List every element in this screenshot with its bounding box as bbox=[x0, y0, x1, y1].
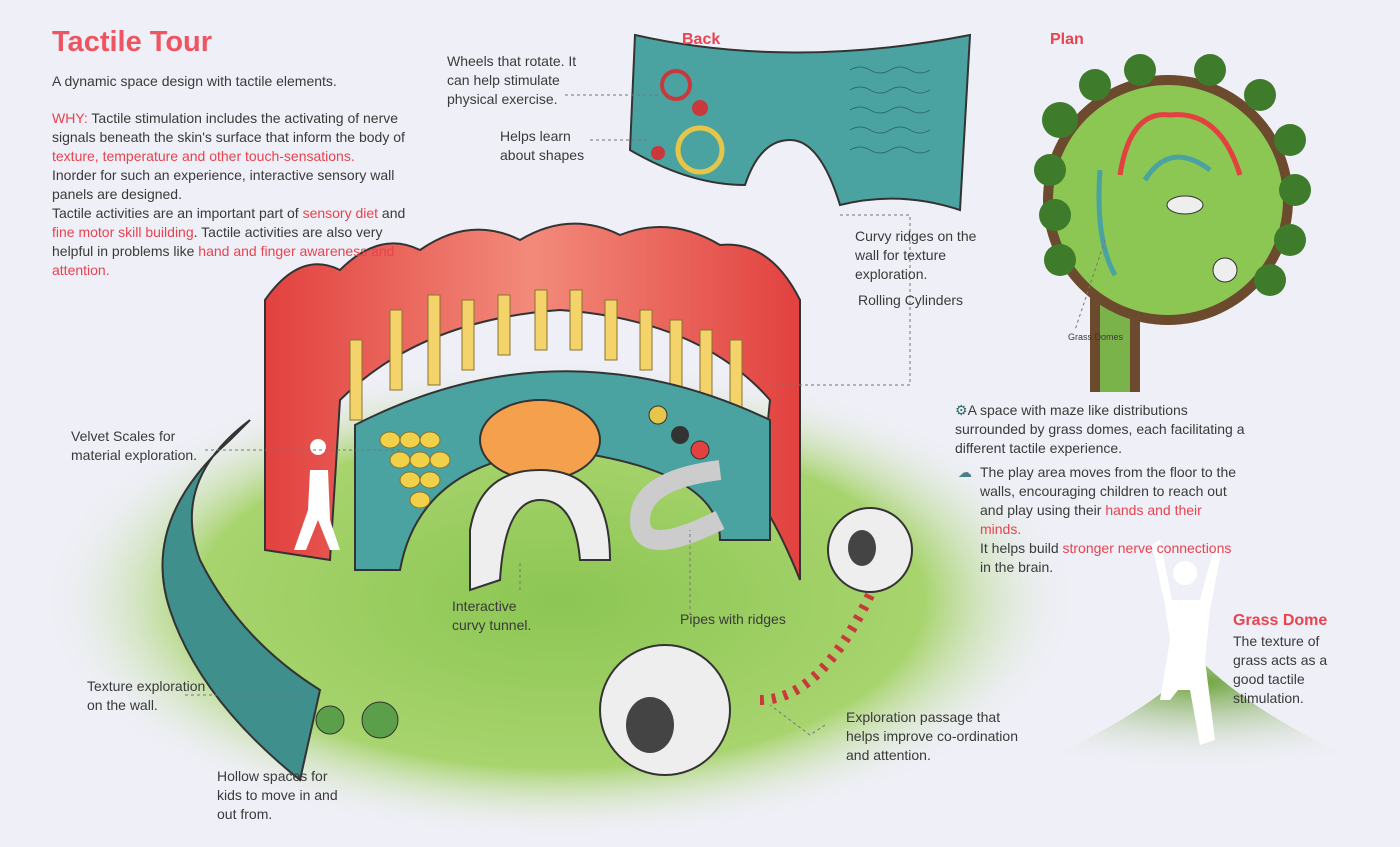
label-hollow: Hollow spaces for kids to move in and ou… bbox=[217, 768, 338, 822]
note-build-text: It helps build bbox=[980, 540, 1063, 556]
gear-icon: ⚙ bbox=[955, 402, 968, 418]
teal-sensory-wall bbox=[354, 370, 771, 571]
why-text-3: Tactile activities are an important part… bbox=[52, 205, 303, 221]
why-paragraph: WHY: Tactile stimulation includes the ac… bbox=[52, 109, 412, 280]
orange-window bbox=[479, 399, 601, 481]
label-wheels: Wheels that rotate. It can help stimulat… bbox=[447, 53, 577, 107]
why-text-4: and bbox=[378, 205, 406, 221]
curvy-tunnel bbox=[469, 468, 612, 592]
label-passage: Exploration passage that helps improve c… bbox=[846, 709, 1018, 763]
label-tunnel: Interactive curvy tunnel. bbox=[452, 598, 532, 633]
highlight-sensory-diet: sensory diet bbox=[302, 205, 379, 221]
velvet-scales bbox=[379, 431, 451, 509]
highlight-hand-finger: hand and finger awareness and attention. bbox=[52, 243, 395, 278]
cloud-icon: ☁ bbox=[958, 464, 972, 480]
note-maze: ⚙A space with maze like distributions su… bbox=[955, 401, 1245, 458]
texture-wall bbox=[161, 419, 322, 782]
label-pipes: Pipes with ridges bbox=[680, 611, 786, 627]
label-velvet: Velvet Scales for material exploration. bbox=[71, 428, 198, 463]
why-highlight: texture, temperature and other touch-sen… bbox=[52, 148, 355, 164]
heading-back: Back bbox=[682, 31, 721, 48]
why-text-2: Inorder for such an experience, interact… bbox=[52, 167, 395, 202]
label-texture: Texture exploration on the wall. bbox=[87, 678, 206, 713]
note-maze-text: A space with maze like distributions sur… bbox=[955, 402, 1245, 456]
subtitle: A dynamic space design with tactile elem… bbox=[52, 73, 337, 89]
ridged-pipe bbox=[629, 460, 725, 550]
plan-view bbox=[1034, 54, 1311, 392]
note-play-text: The play area moves from the floor to th… bbox=[980, 464, 1237, 518]
back-panel bbox=[628, 33, 972, 212]
label-grass-domes: Grass Domes bbox=[1068, 332, 1124, 342]
page-title: Tactile Tour bbox=[52, 26, 213, 58]
heading-grass-dome: Grass Dome bbox=[1233, 612, 1328, 629]
note-play-area: The play area moves from the floor to th… bbox=[980, 463, 1240, 577]
heading-plan: Plan bbox=[1050, 31, 1084, 48]
label-cylinders: Rolling Cylinders bbox=[858, 292, 964, 308]
why-text: Tactile stimulation includes the activat… bbox=[52, 110, 405, 145]
wheel-yellow bbox=[675, 125, 725, 175]
rope-ladder bbox=[759, 592, 875, 705]
highlight-fine-motor: fine motor skill building bbox=[52, 224, 194, 240]
grass-dome-text: The texture of grass acts as a good tact… bbox=[1233, 633, 1328, 706]
label-shapes: Helps learn about shapes bbox=[500, 128, 585, 163]
wheel-red bbox=[660, 69, 692, 101]
note-brain-text: in the brain. bbox=[980, 559, 1054, 575]
child-cheering-silhouette bbox=[1152, 540, 1222, 745]
highlight-nerve: stronger nerve connections bbox=[1062, 540, 1232, 556]
label-ridges: Curvy ridges on the wall for texture exp… bbox=[855, 228, 977, 282]
highlight-hands-minds: hands and their minds. bbox=[980, 502, 1202, 537]
why-label: WHY: bbox=[52, 110, 88, 126]
why-text-5: . Tactile activities are also very helpf… bbox=[52, 224, 383, 259]
child-silhouette bbox=[294, 439, 340, 550]
